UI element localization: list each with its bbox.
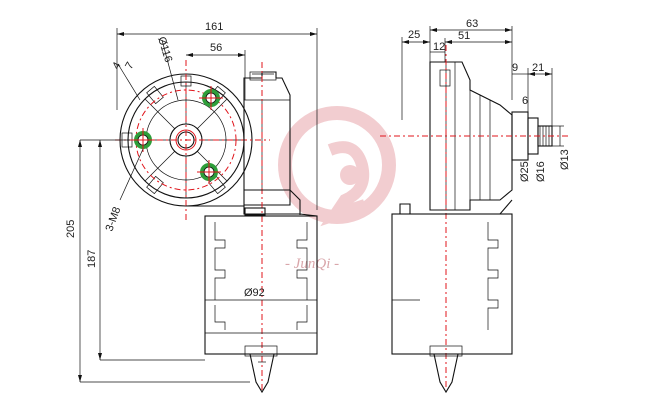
mounting-hole-left (131, 128, 155, 152)
svg-text:7: 7 (123, 60, 136, 71)
watermark-text: - JunQi - (285, 256, 339, 272)
watermark-logo (278, 106, 396, 227)
dim-side-gap: 12 (433, 41, 445, 53)
dim-height-total: 205 (65, 220, 77, 238)
dim-shaft-dia-13: Ø13 (559, 149, 571, 170)
dim-shaft-dia-16: Ø16 (535, 161, 547, 182)
dim-side-flange: 25 (408, 29, 420, 41)
dim-hole-offset: 56 (210, 42, 222, 54)
front-view: 161 56 Ø116 4 7 (65, 21, 318, 394)
svg-text:4: 4 (110, 60, 123, 71)
dim-shaft-small: 6 (522, 95, 528, 107)
dim-shaft-step: 9 (512, 62, 518, 74)
side-view: 25 63 51 12 9 (380, 18, 571, 394)
dim-boss-dia: Ø25 (519, 161, 531, 182)
dim-shaft-len: 21 (532, 62, 544, 74)
mounting-hole-bottom (197, 160, 221, 184)
dim-bolt-circle: Ø116 (155, 35, 174, 63)
motor-body-side (391, 213, 513, 355)
mounting-hole-top (199, 86, 223, 110)
dim-overall-width: 161 (205, 21, 223, 33)
motor-body-front (204, 215, 318, 355)
dim-height-body: 187 (86, 250, 98, 268)
dim-side-depth: 63 (466, 18, 478, 30)
dim-bolt-spec: 3-M8 (104, 205, 124, 233)
dim-side-body: 51 (458, 30, 470, 42)
dim-housing-dia: Ø92 (244, 287, 265, 299)
